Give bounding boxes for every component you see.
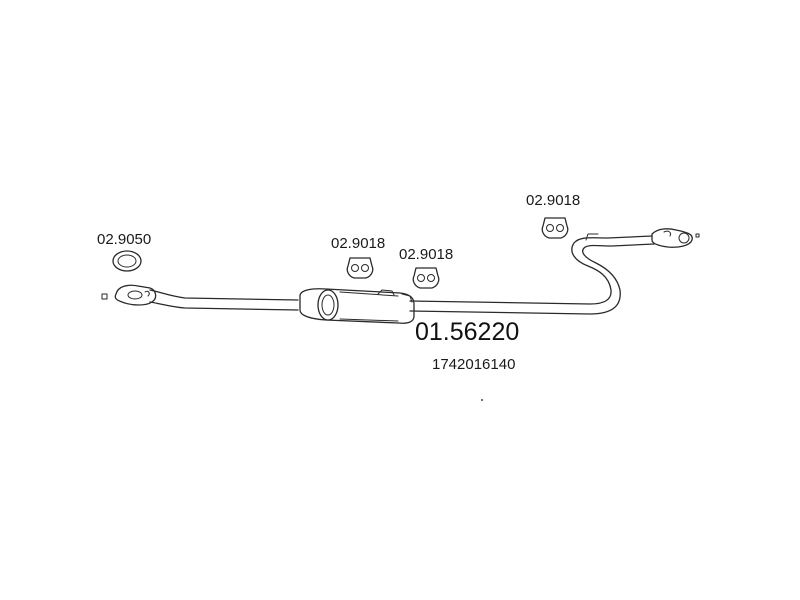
gasket-ring-code: 02.9050 bbox=[97, 231, 151, 248]
exhaust-pipe bbox=[149, 235, 655, 315]
hanger-3-code: 02.9018 bbox=[526, 192, 580, 209]
rubber-hanger-2: 02.9018 bbox=[399, 246, 453, 289]
pipe-start-marker bbox=[101, 293, 108, 300]
gasket-ring: 02.9050 bbox=[97, 231, 151, 272]
pipe-hanger-bracket bbox=[585, 233, 599, 241]
hanger-2-code: 02.9018 bbox=[399, 246, 453, 263]
rubber-hanger-3: 02.9018 bbox=[526, 192, 580, 239]
oe-part-number: 1742016140 bbox=[432, 356, 515, 373]
main-part-number: 01.56220 bbox=[415, 318, 519, 346]
hanger-1-code: 02.9018 bbox=[331, 235, 385, 252]
rubber-hanger-1: 02.9018 bbox=[331, 235, 385, 279]
stray-dot bbox=[481, 399, 483, 401]
rear-flange bbox=[651, 228, 700, 248]
silencer bbox=[299, 288, 415, 324]
